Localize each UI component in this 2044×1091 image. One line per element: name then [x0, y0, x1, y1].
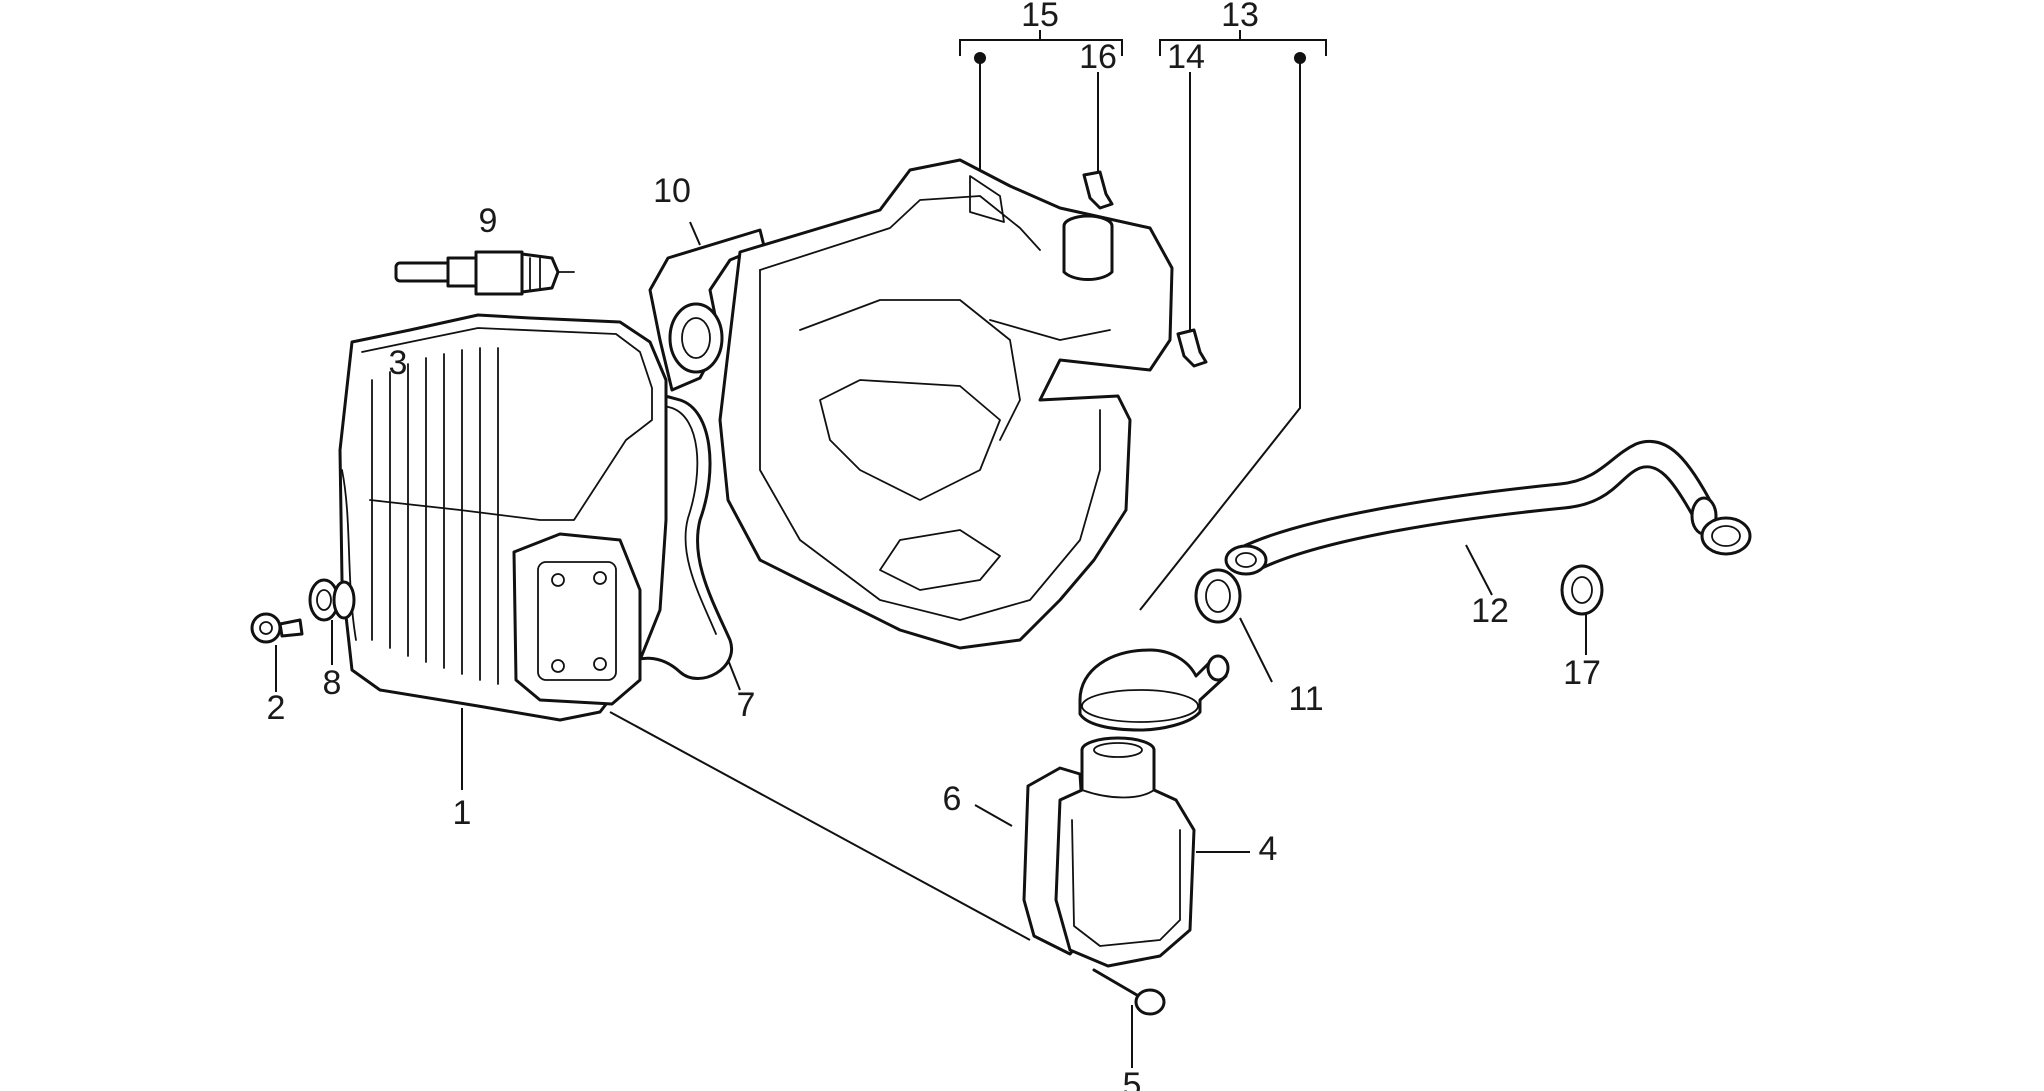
clamp-17 — [1560, 564, 1604, 616]
breather-housing — [1054, 736, 1196, 968]
callout-2: 2 — [267, 689, 286, 727]
screw-5 — [1092, 968, 1166, 1016]
leader-lines — [275, 72, 1587, 1068]
spark-plug — [394, 250, 575, 296]
hose-clamp — [1700, 516, 1752, 556]
callout-7: 7 — [737, 686, 756, 724]
breather-cap — [1078, 648, 1230, 732]
bracket-13 — [1139, 30, 1327, 611]
cylinder-head-cover — [338, 313, 668, 722]
callout-10: 10 — [653, 172, 691, 210]
callout-8: 8 — [323, 664, 342, 702]
clip-16 — [1082, 170, 1114, 210]
shroud-gasket — [648, 228, 766, 392]
callout-labels: 1 2 3 4 5 6 7 8 9 10 11 12 13 14 15 16 1… — [267, 0, 1601, 1091]
callout-15: 15 — [1021, 0, 1059, 34]
callout-12: 12 — [1471, 592, 1509, 630]
callout-16: 16 — [1079, 38, 1117, 76]
callout-6: 6 — [943, 780, 962, 818]
callout-13: 13 — [1221, 0, 1259, 34]
callout-11: 11 — [1288, 680, 1323, 718]
callout-17: 17 — [1563, 654, 1601, 692]
bracket-15 — [959, 30, 1123, 180]
clip-14 — [1176, 328, 1208, 368]
callout-5: 5 — [1123, 1066, 1142, 1091]
callout-14: 14 — [1167, 38, 1205, 76]
washer-8 — [308, 578, 356, 622]
callout-9: 9 — [479, 202, 498, 240]
clamp-11 — [1194, 568, 1242, 624]
bolt-2 — [250, 612, 304, 644]
callout-4: 4 — [1259, 830, 1278, 868]
engine-shroud — [718, 158, 1174, 650]
callout-3: 3 — [389, 344, 408, 382]
callout-1: 1 — [453, 794, 472, 832]
